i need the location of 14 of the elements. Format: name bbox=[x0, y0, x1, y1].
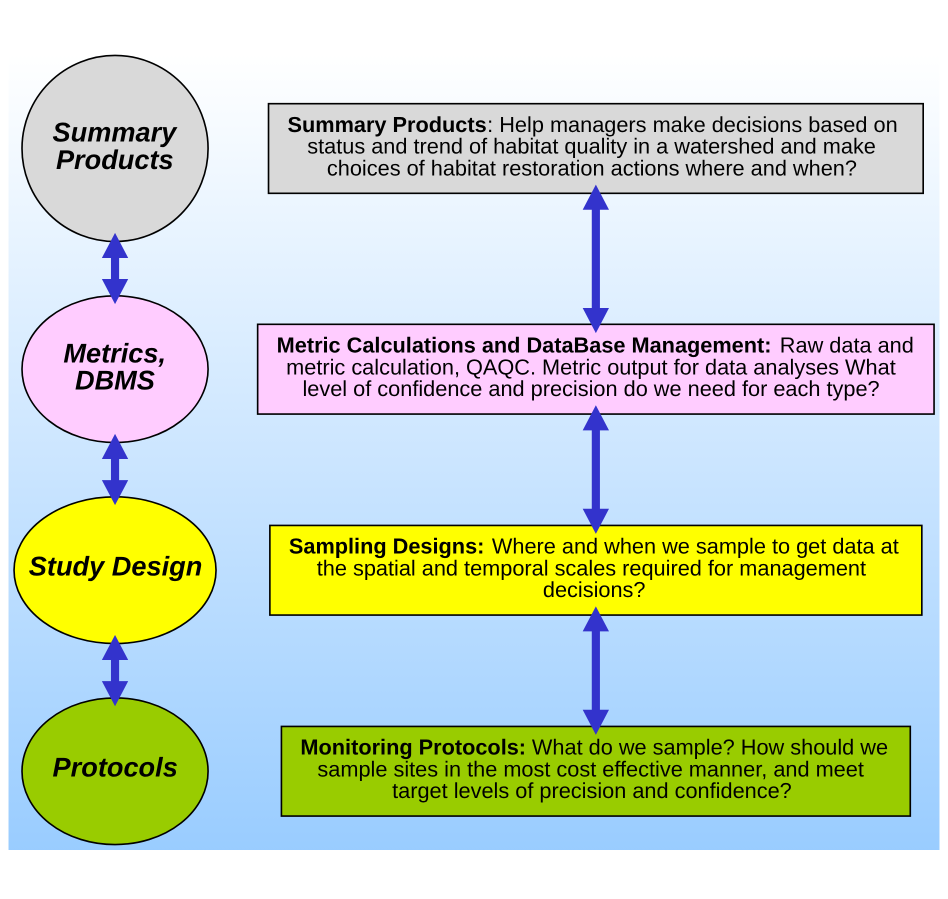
node-box: Metric Calculations and DataBase Management: Raw data and metric calculation, QAQC. Metric output for data analyses What level of confidence and precision do we need for each type? bbox=[256, 323, 935, 414]
node-ellipse: Metrics, DBMS bbox=[21, 294, 209, 443]
node-ellipse: Study Design bbox=[13, 496, 217, 644]
arrow bbox=[582, 404, 609, 534]
arrow bbox=[102, 433, 128, 505]
arrow bbox=[102, 232, 128, 304]
node-ellipse: Protocols bbox=[21, 696, 209, 845]
node-circle: Summary Products bbox=[21, 54, 209, 242]
node-box: Sampling Designs: Where and when we sample to get data at the spatial and temporal scales required for management decisions? bbox=[269, 524, 923, 616]
arrow bbox=[582, 606, 609, 734]
arrow bbox=[102, 634, 128, 706]
arrow bbox=[582, 184, 609, 333]
node-box: Monitoring Protocols: What do we sample? How should we sample sites in the most cost effective manner, and meet target levels of precision and confidence? bbox=[280, 725, 912, 816]
node-box: Summary Products: Help managers make decisions based on status and trend of habitat quality in a watershed and make choices of habitat restoration actions where and when? bbox=[268, 102, 924, 194]
